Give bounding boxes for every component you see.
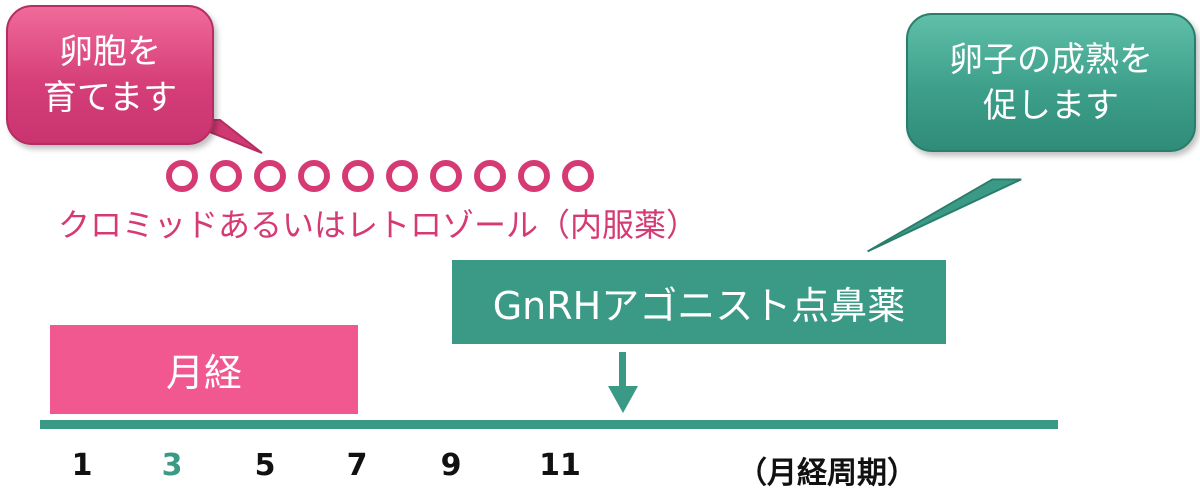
- cycle-axis-label: （月経周期）: [737, 456, 917, 491]
- dose-dot: [518, 160, 550, 192]
- follicle-growth-text: 卵胞を 育てます: [42, 32, 178, 118]
- gnrh-agonist-box: GnRHアゴニスト点鼻薬: [452, 260, 946, 344]
- cycle-day-tick: 9: [440, 448, 462, 483]
- dose-dot: [210, 160, 242, 192]
- dose-dot: [562, 160, 594, 192]
- cycle-day-tick: 3: [161, 448, 183, 483]
- trigger-arrow-icon: [608, 386, 638, 413]
- dose-dot: [342, 160, 374, 192]
- dose-dot: [474, 160, 506, 192]
- trigger-arrow-shaft: [619, 352, 626, 390]
- dose-dots: [166, 160, 594, 192]
- dose-dot: [298, 160, 330, 192]
- dose-dot: [166, 160, 198, 192]
- follicle-growth-bubble: 卵胞を 育てます: [6, 5, 214, 145]
- menstruation-box: 月経: [50, 325, 358, 414]
- dose-dot: [430, 160, 462, 192]
- dose-dot: [386, 160, 418, 192]
- cycle-day-tick: 7: [346, 448, 368, 483]
- cycle-day-tick: 1: [71, 448, 93, 483]
- cycle-day-tick: 11: [539, 448, 581, 483]
- dose-dot: [254, 160, 286, 192]
- oocyte-maturation-bubble: 卵子の成熟を 促します: [906, 13, 1196, 152]
- cycle-axis-line: [40, 420, 1058, 429]
- oocyte-maturation-text: 卵子の成熟を 促します: [949, 39, 1153, 126]
- cycle-day-tick: 5: [254, 448, 276, 483]
- gnrh-agonist-label: GnRHアゴニスト点鼻薬: [492, 283, 906, 328]
- oral-medication-label: クロミッドあるいはレトロゾール（内服薬）: [58, 206, 699, 244]
- menstruation-label: 月経: [165, 351, 242, 395]
